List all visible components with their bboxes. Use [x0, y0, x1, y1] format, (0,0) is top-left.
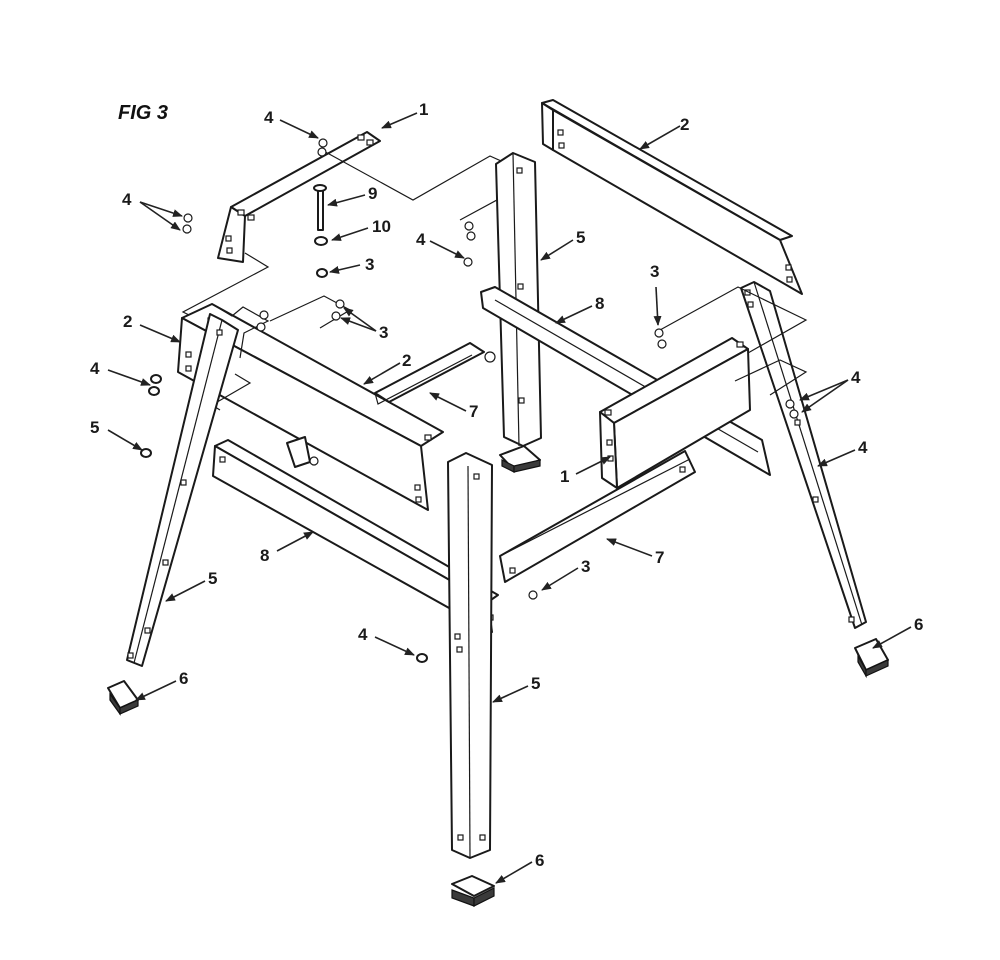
cross-brace-part-7-front [499, 450, 696, 583]
callout-label: 5 [531, 674, 540, 693]
callout-label: 2 [123, 312, 132, 331]
callout-label: 1 [419, 100, 428, 119]
callout-label: 4 [122, 190, 132, 209]
callout-label: 4 [358, 625, 368, 644]
right-frame-outline-2 [734, 359, 808, 396]
callout-label: 7 [469, 402, 478, 421]
callout-label: 5 [90, 418, 99, 437]
callout-label: 2 [680, 115, 689, 134]
callout-label: 4 [858, 438, 868, 457]
corner-bracket-part-1-right [599, 337, 751, 489]
callout-label: 9 [368, 184, 377, 203]
callout-label: 5 [576, 228, 585, 247]
front-leg-part-5 [447, 452, 495, 907]
callout-label: 4 [264, 108, 274, 127]
callout-label: 4 [851, 368, 861, 387]
callout-labels: 4 1 2 4 9 10 3 4 5 3 2 3 8 4 2 7 4 5 4 1… [90, 100, 923, 870]
left-leg-part-5 [107, 313, 239, 716]
callout-label: 7 [655, 548, 664, 567]
callout-label: 8 [595, 294, 604, 313]
callout-label: 3 [365, 255, 374, 274]
callout-label: 3 [379, 323, 388, 342]
callout-label: 5 [208, 569, 217, 588]
figure-title: FIG 3 [118, 102, 168, 124]
callout-label: 4 [416, 230, 426, 249]
callout-label: 4 [90, 359, 100, 378]
callout-label: 6 [179, 669, 188, 688]
callout-label: 2 [402, 351, 411, 370]
side-rail-part-2-left [177, 303, 444, 511]
right-leg-part-5 [740, 281, 889, 679]
hardware [140, 138, 799, 663]
callout-label: 10 [372, 217, 391, 236]
callout-label: 8 [260, 546, 269, 565]
cross-brace-part-7-back [374, 342, 485, 405]
callout-label: 6 [914, 615, 923, 634]
top-bracket-part-1 [217, 131, 381, 263]
right-frame-outline [659, 286, 808, 354]
top-rail-part-2-right [541, 99, 803, 295]
callout-leaders [107, 112, 912, 884]
callout-label: 6 [535, 851, 544, 870]
callout-label: 3 [650, 262, 659, 281]
callout-label: 1 [560, 467, 569, 486]
callout-label: 3 [581, 557, 590, 576]
